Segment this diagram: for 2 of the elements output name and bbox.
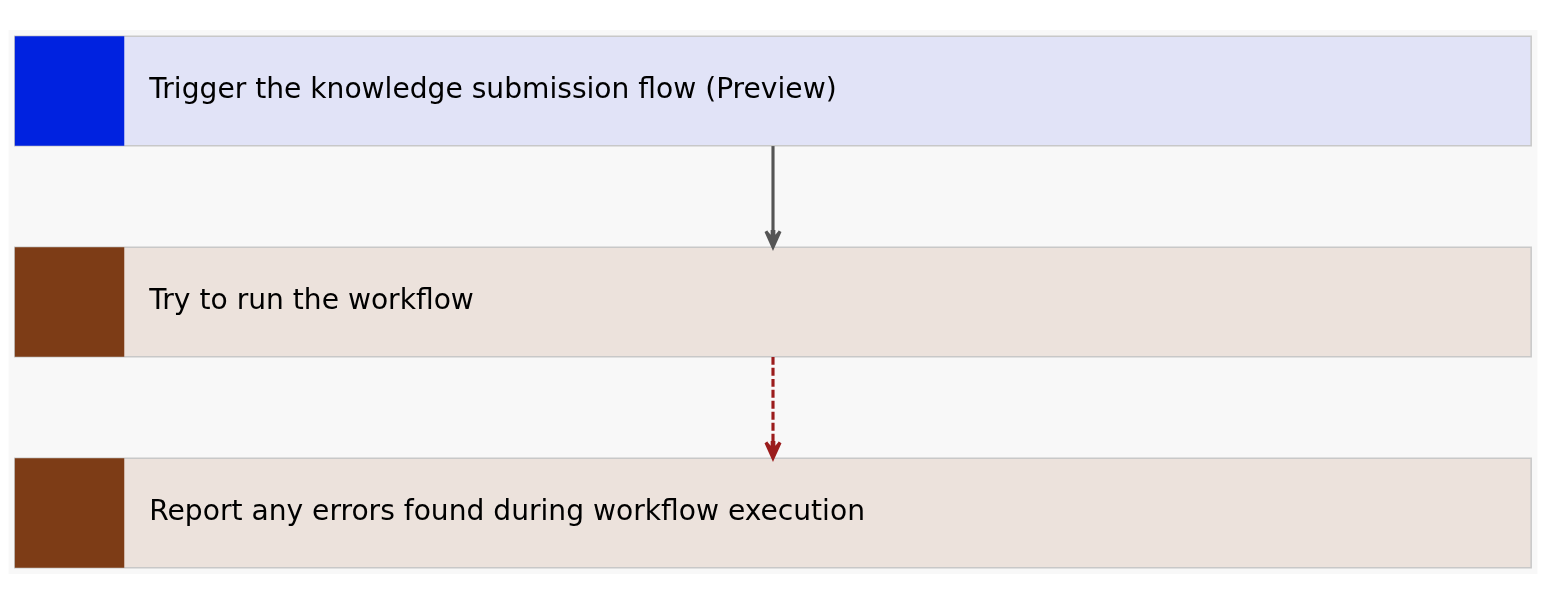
arrow bbox=[764, 357, 782, 460]
arrow bbox=[764, 146, 782, 249]
